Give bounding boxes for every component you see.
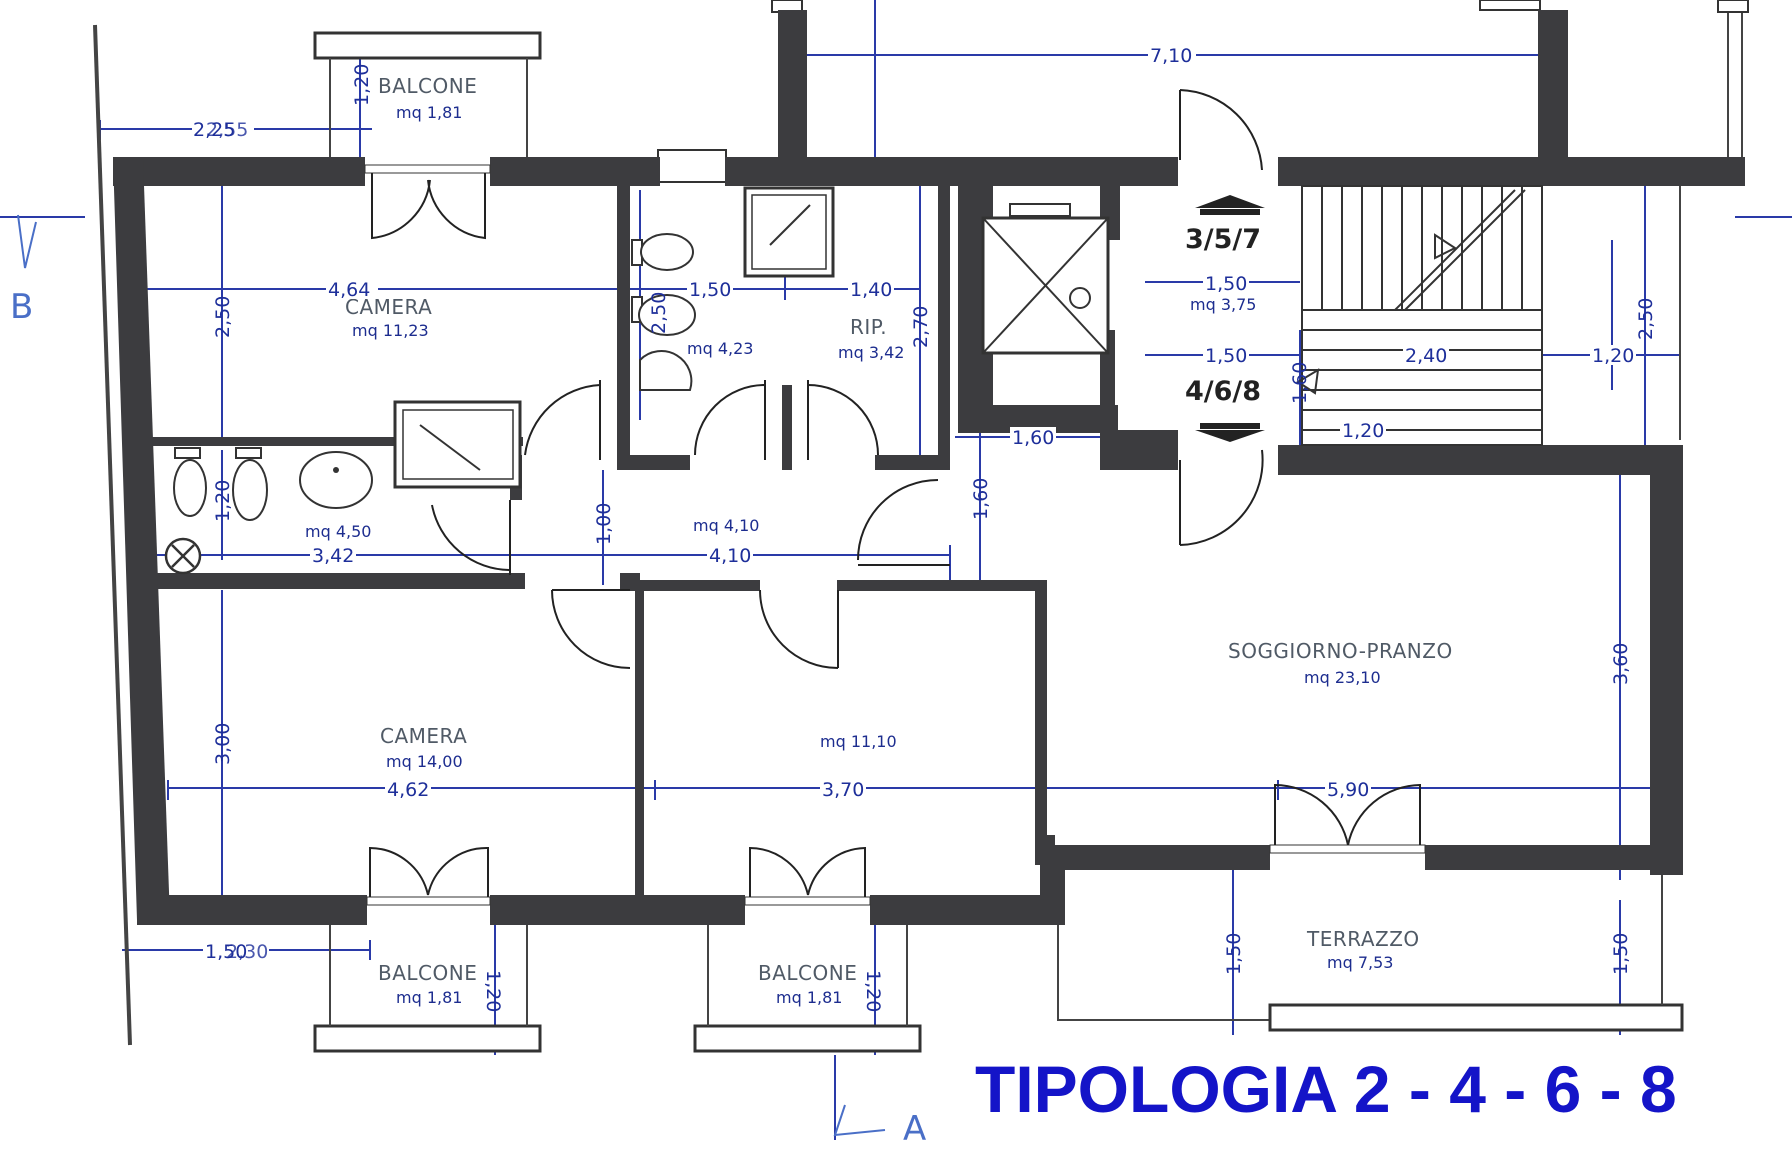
dim-410: 4,10 bbox=[709, 545, 751, 567]
toilet-icon bbox=[631, 294, 696, 336]
dim-710: 7,10 bbox=[1150, 45, 1192, 67]
dim-160-v-stair: 1,60 bbox=[1289, 362, 1311, 404]
dim-160-h: 1,60 bbox=[1012, 427, 1054, 449]
dim-230: 2,30 bbox=[226, 941, 268, 963]
dim-120-bath: 1,20 bbox=[212, 480, 234, 522]
room-name-terrazzo: TERRAZZO bbox=[1306, 927, 1420, 951]
room-name-balcone-bm: BALCONE bbox=[758, 961, 857, 985]
dim-150-landing: 1,50 bbox=[1205, 345, 1247, 367]
dim-150-bath: 1,50 bbox=[689, 279, 731, 301]
room-area-terrazzo: mq 7,53 bbox=[1327, 953, 1393, 972]
dim-270: 2,70 bbox=[910, 306, 932, 348]
dim-464: 4,64 bbox=[328, 279, 370, 301]
room-area-bath-top: mq 4,23 bbox=[687, 339, 753, 358]
room-area-room-middle: mq 11,10 bbox=[820, 732, 897, 751]
room-area-bath-left: mq 4,50 bbox=[305, 522, 371, 541]
dim-462: 4,62 bbox=[387, 779, 429, 801]
dim-120-top: 1,20 bbox=[351, 64, 373, 106]
dim-250-left: 2,50 bbox=[212, 296, 234, 338]
stair-label-up: 3/5/7 bbox=[1185, 224, 1261, 255]
doors bbox=[364, 89, 1426, 906]
stair-label-down: 4/6/8 bbox=[1185, 376, 1261, 407]
fixtures bbox=[164, 186, 1265, 575]
elevator-icon bbox=[981, 203, 1110, 355]
room-area-balcone-bl: mq 1,81 bbox=[396, 988, 462, 1007]
walls bbox=[113, 10, 1745, 925]
dim-120-bm: 1,20 bbox=[862, 970, 884, 1012]
section-marker-a: A bbox=[903, 1109, 926, 1149]
room-area-hall: mq 4,10 bbox=[693, 516, 759, 535]
room-area-soggiorno: mq 23,10 bbox=[1304, 668, 1381, 687]
room-name-camera-bottom: CAMERA bbox=[380, 724, 467, 748]
plan-title: TIPOLOGIA 2 - 4 - 6 - 8 bbox=[975, 1052, 1677, 1126]
arrow-down-icon bbox=[1195, 423, 1265, 442]
dim-150-lift: 1,50 bbox=[1205, 273, 1247, 295]
room-labels: BALCONE mq 1,81 CAMERA mq 11,23 mq 4,23 … bbox=[305, 74, 1453, 1007]
dim-100: 1,00 bbox=[593, 503, 615, 545]
dim-250-bath: 2,50 bbox=[648, 292, 670, 334]
bidet-icon bbox=[631, 233, 694, 271]
dim-150-terr-l: 1,50 bbox=[1223, 933, 1245, 975]
room-name-balcone-bl: BALCONE bbox=[378, 961, 477, 985]
room-area-balcone-top: mq 1,81 bbox=[396, 103, 462, 122]
bidet-icon bbox=[173, 447, 207, 517]
dim-120-landing: 1,20 bbox=[1342, 420, 1384, 442]
sink-icon bbox=[639, 350, 693, 391]
arrow-up-icon bbox=[1195, 195, 1265, 215]
dim-150-a: 1,50 bbox=[205, 941, 247, 963]
dim-370: 3,70 bbox=[822, 779, 864, 801]
dim-140: 1,40 bbox=[850, 279, 892, 301]
room-area-lift: mq 3,75 bbox=[1190, 295, 1256, 314]
room-area-camera-bottom: mq 14,00 bbox=[386, 752, 463, 771]
dim-250-right: 2,50 bbox=[1635, 298, 1657, 340]
room-name-rip: RIP. bbox=[850, 315, 887, 339]
section-marker-b: B bbox=[10, 287, 33, 327]
dim-300: 3,00 bbox=[212, 723, 234, 765]
room-name-balcone-top: BALCONE bbox=[378, 74, 477, 98]
room-area-rip: mq 3,42 bbox=[838, 343, 904, 362]
dim-225: 2,25 bbox=[193, 119, 235, 141]
dim-120-bl: 1,20 bbox=[482, 970, 504, 1012]
dimension-labels: 7,10 1,20 2,25 2,55 4,64 2,50 1,50 2,50 … bbox=[192, 44, 1657, 1012]
dim-255: 2,55 bbox=[206, 119, 248, 141]
shower-icon bbox=[743, 186, 835, 278]
sink-icon bbox=[299, 451, 373, 509]
section-markers: B A bbox=[10, 214, 926, 1149]
room-name-soggiorno: SOGGIORNO-PRANZO bbox=[1228, 639, 1453, 663]
dim-240: 2,40 bbox=[1405, 345, 1447, 367]
room-area-camera-top: mq 11,23 bbox=[352, 321, 429, 340]
vent-icon bbox=[164, 537, 202, 575]
dim-120-stair: 1,20 bbox=[1592, 345, 1634, 367]
dim-160-v: 1,60 bbox=[970, 478, 992, 520]
toilet-icon bbox=[232, 447, 268, 521]
shower-icon bbox=[393, 400, 522, 489]
staircase bbox=[1296, 185, 1543, 446]
dim-150-terr-r: 1,50 bbox=[1610, 933, 1632, 975]
room-area-balcone-bm: mq 1,81 bbox=[776, 988, 842, 1007]
dim-360: 3,60 bbox=[1610, 643, 1632, 685]
dim-342: 3,42 bbox=[312, 545, 354, 567]
dim-590: 5,90 bbox=[1327, 779, 1369, 801]
